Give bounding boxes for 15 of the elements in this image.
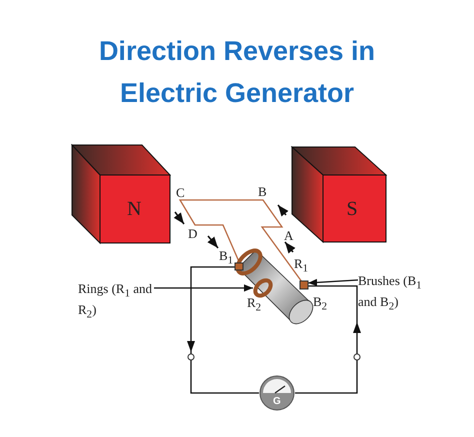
magnet-pole-label: S: [346, 198, 358, 220]
callout-text: Brushes (B$_{1}$ and B$_{2}$): [358, 273, 423, 314]
meter-letter: G: [273, 396, 281, 407]
part-letter: B$_{1}$: [219, 249, 234, 268]
part-letter: D: [188, 227, 198, 241]
magnet-pole-label: N: [127, 198, 142, 220]
part-letter: C: [176, 186, 185, 200]
part-letter: A: [284, 229, 294, 243]
part-letter: B$_{2}$: [313, 295, 328, 314]
part-letter: R$_{2}$: [247, 296, 262, 315]
part-letter: B: [258, 185, 267, 199]
part-letter: R$_{1}$: [294, 257, 308, 276]
callout-text: Rings (R$_{1}$ and R$_{2}$): [78, 281, 154, 322]
galvanometer: [259, 375, 295, 411]
title: Direction Reverses in Electric Generator: [98, 35, 376, 110]
